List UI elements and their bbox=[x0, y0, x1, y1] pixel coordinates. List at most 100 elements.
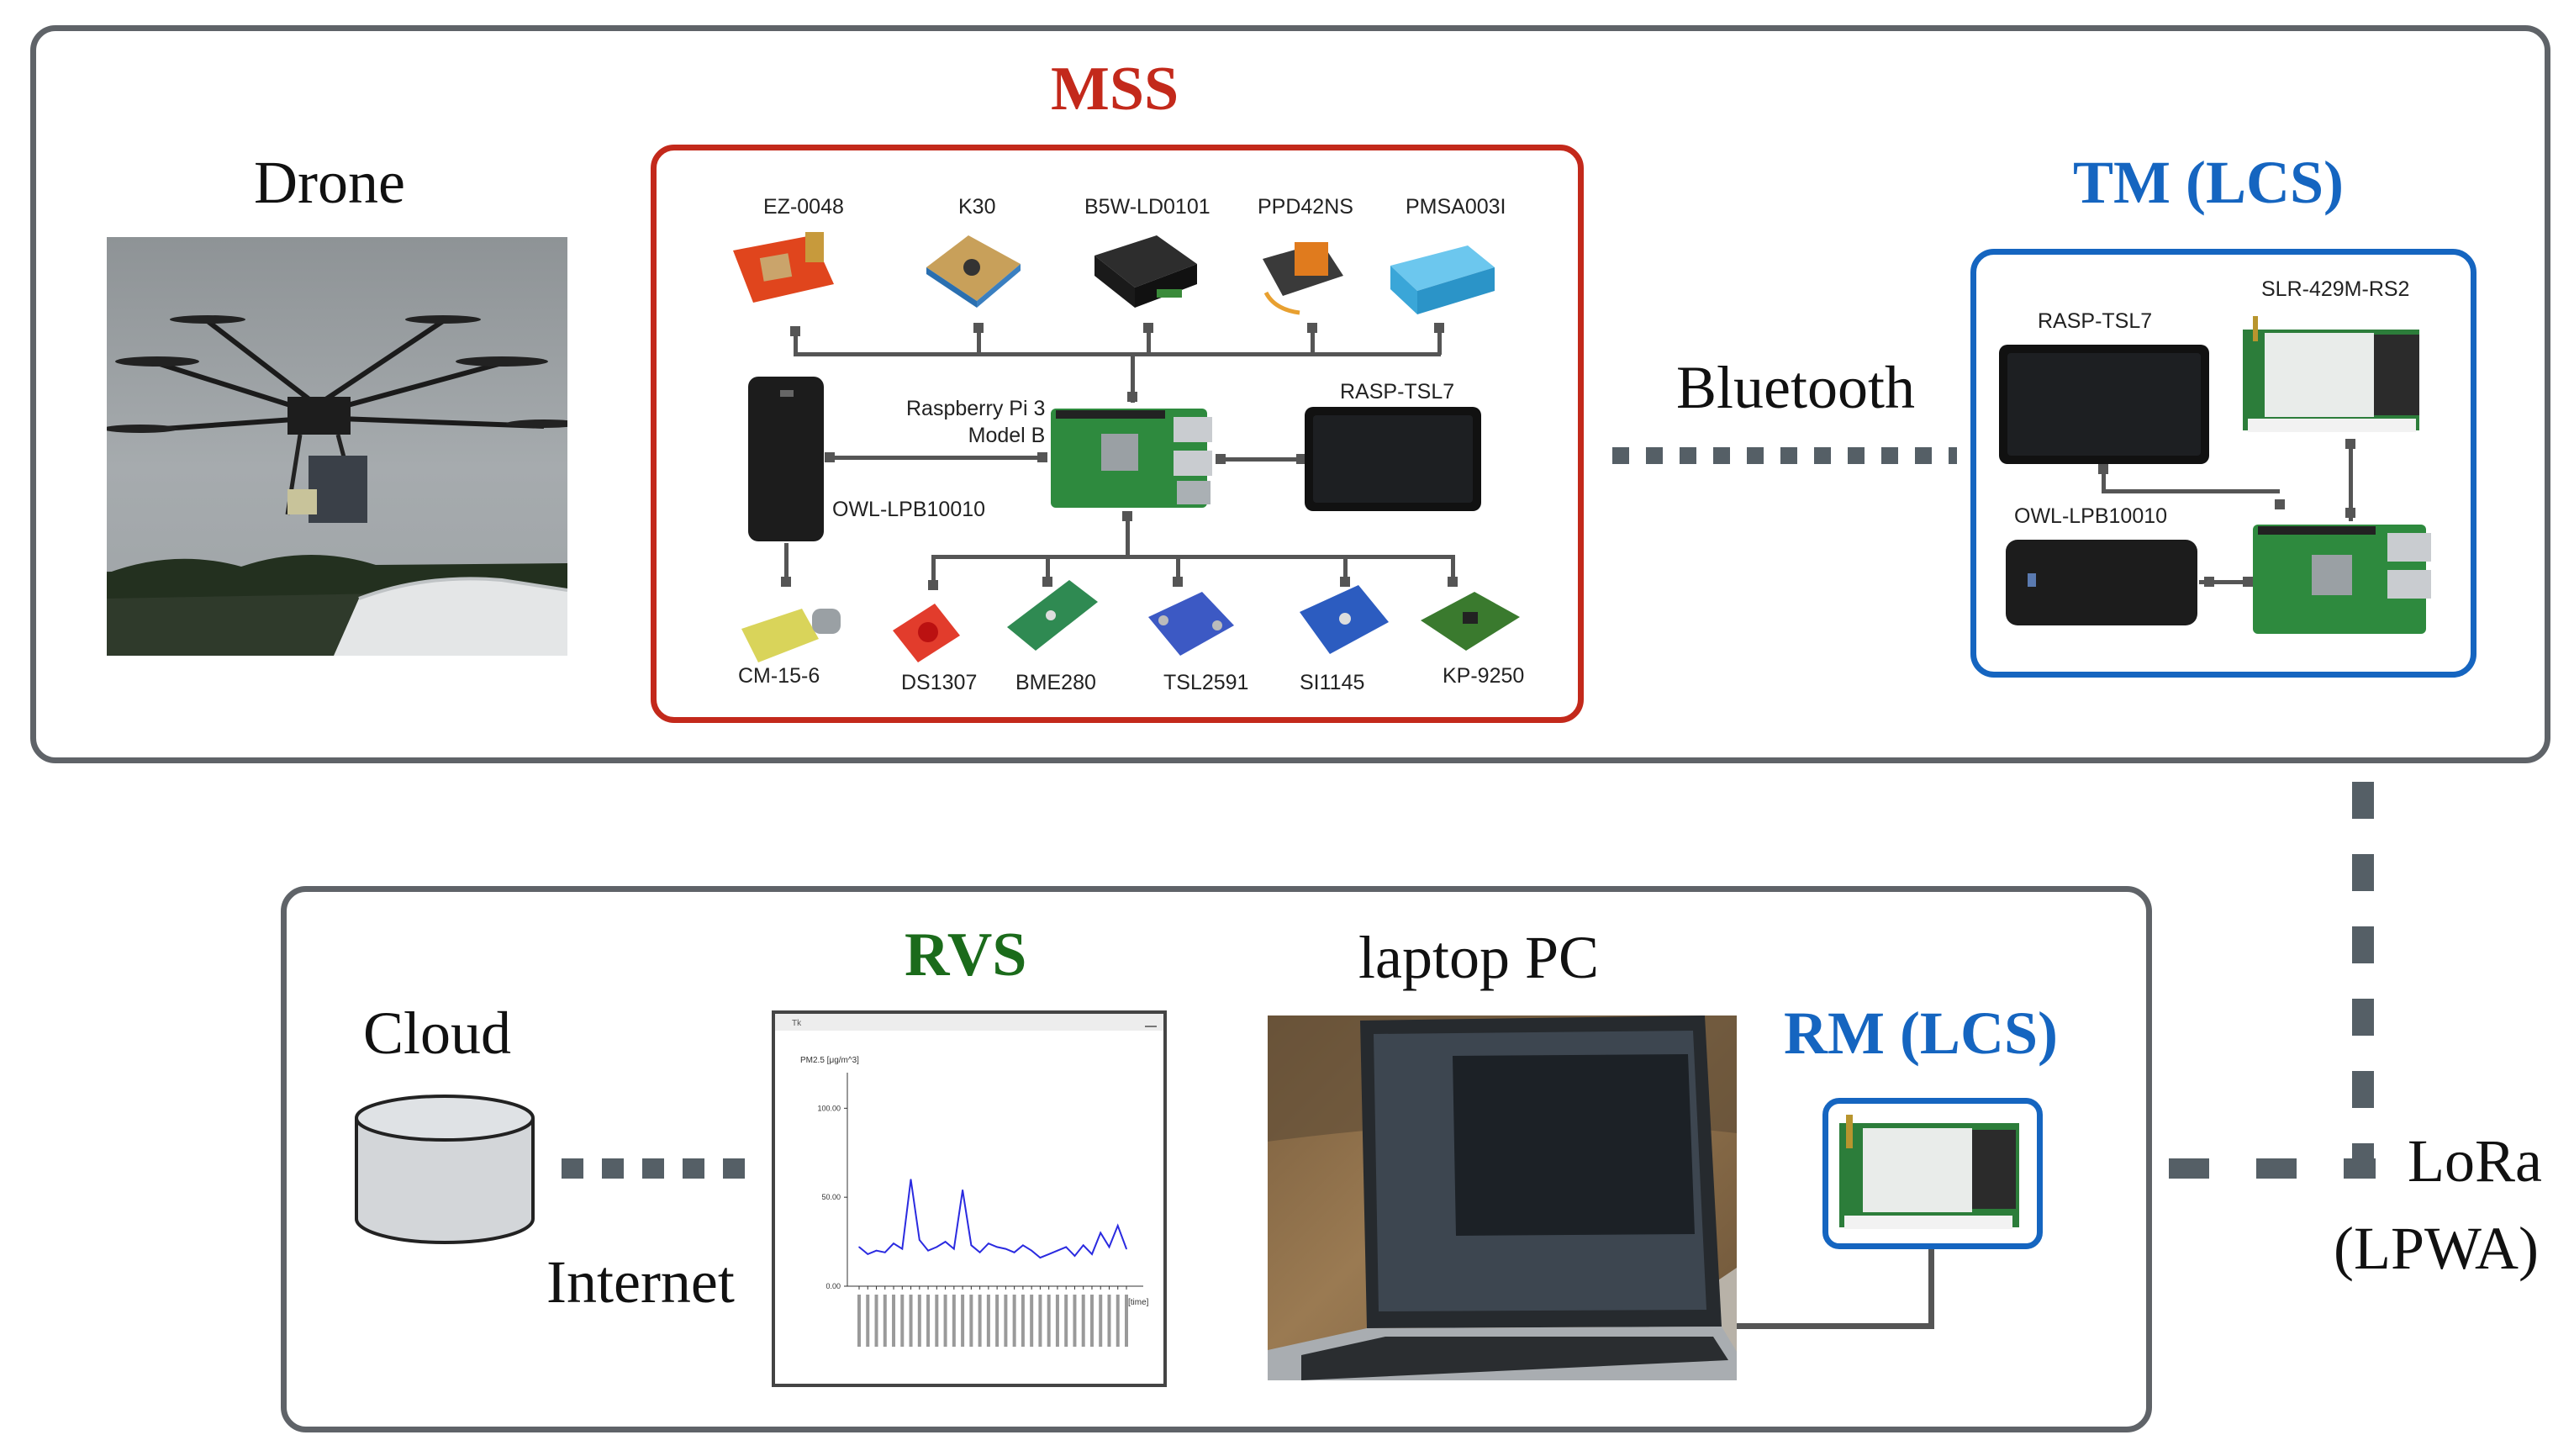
connector-tm-radio-pi bbox=[2349, 439, 2353, 521]
chart-x-tick-label bbox=[978, 1295, 982, 1347]
chart-x-tick-label bbox=[883, 1295, 887, 1347]
uv-sensor-label: SI1145 bbox=[1300, 671, 1365, 694]
chart-x-tick-label bbox=[1073, 1295, 1077, 1347]
rm-box bbox=[1822, 1098, 2043, 1249]
chart-x-tick-label bbox=[935, 1295, 939, 1347]
chart-x-tick-label bbox=[1012, 1295, 1016, 1347]
connector-top-3 bbox=[1147, 326, 1151, 355]
internet-label: Internet bbox=[546, 1248, 735, 1316]
sensor-label-k30: K30 bbox=[958, 195, 996, 219]
joint bbox=[1042, 577, 1052, 587]
tm-display-label: RASP-TSL7 bbox=[2038, 309, 2153, 333]
imu-sensor-label: KP-9250 bbox=[1443, 664, 1525, 688]
chart-point bbox=[893, 1242, 894, 1244]
chart-x-tick-label bbox=[1030, 1295, 1034, 1347]
bluetooth-label: Bluetooth bbox=[1676, 354, 1915, 421]
fan-label: CM-15-6 bbox=[738, 664, 820, 688]
chart-x-label: [time] bbox=[1128, 1298, 1149, 1307]
chart-x-tick-label bbox=[995, 1295, 1000, 1347]
connector-battery-pi bbox=[829, 456, 1044, 460]
chart-point bbox=[962, 1189, 963, 1191]
controller-label-line1: Raspberry Pi 3 bbox=[906, 397, 1046, 420]
joint bbox=[1216, 454, 1226, 464]
connector-tm-battery-pi bbox=[2199, 580, 2253, 584]
connector-bottom-2 bbox=[1046, 555, 1050, 583]
lpwa-label: (LPWA) bbox=[2334, 1215, 2539, 1282]
chart-point bbox=[1005, 1248, 1007, 1250]
mss-display-label: RASP-TSL7 bbox=[1340, 380, 1455, 404]
lora-label: LoRa bbox=[2408, 1127, 2542, 1195]
chart-x-tick-label bbox=[943, 1295, 947, 1347]
chart-x-tick-label bbox=[1081, 1295, 1085, 1347]
chart-y-tick-label: 100.00 bbox=[817, 1104, 841, 1112]
joint bbox=[1296, 454, 1306, 464]
connector-bottom-3 bbox=[1176, 555, 1180, 583]
lora-link-vertical bbox=[2352, 782, 2374, 1168]
chart-point bbox=[1047, 1253, 1050, 1255]
chart-x-tick-label bbox=[1089, 1295, 1094, 1347]
chart-x-tick-label bbox=[1021, 1295, 1025, 1347]
chart-point bbox=[936, 1246, 938, 1248]
connector-battery-fan bbox=[784, 543, 789, 582]
particle-sensor-image bbox=[1249, 225, 1353, 318]
drone-photo bbox=[107, 237, 567, 656]
chart-y-tick-label: 0.00 bbox=[825, 1282, 841, 1290]
tm-raspberry-pi-image bbox=[2253, 521, 2438, 639]
uv-sensor-image bbox=[1295, 578, 1392, 666]
chart-x-tick-label bbox=[1064, 1295, 1068, 1347]
chart-point bbox=[1108, 1246, 1110, 1248]
tm-box bbox=[1970, 249, 2476, 678]
joint bbox=[1127, 392, 1137, 402]
mss-title: MSS bbox=[1051, 55, 1179, 124]
sensor-label-ppd42ns: PPD42NS bbox=[1258, 195, 1353, 219]
chart-point bbox=[1013, 1251, 1015, 1253]
chart-plot-area bbox=[775, 1031, 1163, 1384]
chart-x-tick-label bbox=[1125, 1295, 1128, 1347]
chart-series-line bbox=[858, 1179, 1127, 1259]
chart-x-tick-label bbox=[892, 1295, 896, 1347]
sensor-label-b5w: B5W-LD0101 bbox=[1084, 195, 1211, 219]
chart-x-tick-label bbox=[961, 1295, 965, 1347]
chart-point bbox=[953, 1248, 955, 1250]
joint bbox=[928, 580, 938, 590]
chart-point bbox=[883, 1251, 886, 1253]
rvs-window-close-button[interactable] bbox=[1145, 1017, 1157, 1027]
chart-point bbox=[1065, 1246, 1067, 1248]
chart-point bbox=[867, 1253, 869, 1255]
connector-bottom-1 bbox=[931, 555, 936, 585]
env-sensor-image bbox=[1002, 572, 1101, 659]
connector-tm-display-pi-h bbox=[2102, 489, 2280, 493]
internet-link bbox=[562, 1158, 748, 1179]
chart-point bbox=[1031, 1249, 1032, 1252]
chart-point bbox=[1022, 1244, 1024, 1247]
joint bbox=[2243, 577, 2253, 587]
connector-top-bus bbox=[794, 352, 1441, 356]
chart-x-tick-label bbox=[952, 1295, 956, 1347]
chart-point bbox=[1057, 1249, 1058, 1252]
chart-x-tick-label bbox=[866, 1295, 870, 1347]
joint bbox=[1307, 323, 1317, 333]
gps-module-image bbox=[728, 225, 839, 308]
cloud-storage-icon bbox=[353, 1093, 536, 1248]
chart-point bbox=[1100, 1232, 1102, 1234]
laptop-photo bbox=[1268, 1016, 1737, 1380]
tm-radio-image bbox=[2239, 313, 2429, 437]
connector-top-4 bbox=[1311, 326, 1315, 355]
chart-x-tick-label bbox=[969, 1295, 973, 1347]
rvs-title: RVS bbox=[905, 921, 1027, 989]
chart-point bbox=[1116, 1225, 1119, 1227]
mss-display-image bbox=[1305, 407, 1481, 511]
chart-point bbox=[875, 1249, 878, 1252]
battery-image bbox=[748, 377, 824, 541]
joint bbox=[1143, 323, 1153, 333]
connector-top-5 bbox=[1437, 324, 1442, 355]
chart-point bbox=[1126, 1248, 1127, 1250]
chart-point bbox=[927, 1249, 929, 1252]
drone-label: Drone bbox=[254, 149, 405, 216]
chart-x-tick-label bbox=[1116, 1295, 1120, 1347]
chart-point bbox=[901, 1248, 904, 1250]
chart-point bbox=[1091, 1253, 1093, 1255]
connector-bottom-5 bbox=[1451, 555, 1455, 583]
joint bbox=[781, 577, 791, 587]
